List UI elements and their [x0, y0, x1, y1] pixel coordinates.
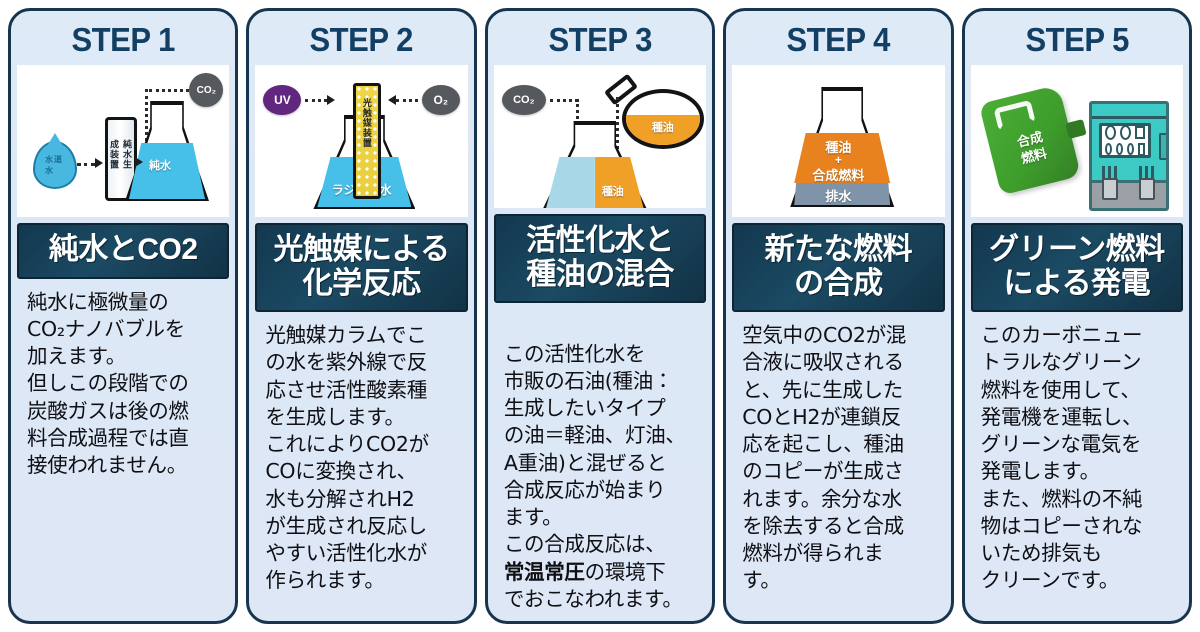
power-generator-icon — [1088, 101, 1169, 211]
generator-vent-5 — [1144, 166, 1148, 181]
generator-dial-4-icon — [1115, 143, 1123, 156]
step-title-5: グリーン燃料 による発電 — [970, 223, 1184, 313]
oil-layer-label-1: 種油 — [825, 140, 852, 155]
generator-dial-3-icon — [1105, 143, 1112, 156]
pure-water-label: 純水 — [149, 160, 171, 172]
tap-water-label: 水道水 — [45, 155, 63, 175]
drop-to-device-dots — [77, 163, 95, 166]
generator-vent-1 — [1101, 166, 1105, 181]
uv-badge-label: UV — [274, 93, 291, 107]
o2-dots — [395, 99, 418, 102]
co2-badge-label-3: CO₂ — [513, 94, 535, 106]
co2-dotted-path-v — [145, 89, 148, 159]
step-label-4: STEP 4 — [786, 21, 891, 58]
generator-foot-left — [1101, 177, 1118, 200]
co2-badge-label: CO₂ — [196, 84, 217, 96]
o2-badge-label: O₂ — [433, 93, 449, 107]
step-body-3-bold: 常温常圧 — [503, 559, 585, 584]
generator-dial-1-icon — [1105, 124, 1117, 140]
flask-water-1 — [129, 143, 205, 199]
co2-badge-icon-3: CO₂ — [501, 85, 546, 115]
can-spout — [1064, 119, 1087, 139]
oil-dots-v — [615, 97, 619, 167]
pour-flask-oil — [625, 114, 700, 145]
step-body-1: 純水に極微量の CO₂ナノバブルを 加えます。 但しこの段階での 炭酸ガスは後の… — [27, 289, 189, 478]
illustration-1: CO₂ 水道水 純水生成装置 純水 — [17, 65, 230, 217]
generator-control-panel — [1099, 122, 1151, 159]
illustration-4: 種油 + 合成燃料 排水 — [732, 65, 945, 217]
step-card-5: STEP 5 合成 燃料 — [961, 8, 1193, 624]
uv-badge-icon: UV — [263, 85, 302, 115]
co2-badge-icon: CO₂ — [189, 73, 224, 107]
generator-vent-6 — [1150, 166, 1154, 181]
step-body-2: 光触媒カラムでこ の水を紫外線で反 応させ活性酸素種 を生成します。 これにより… — [265, 323, 429, 593]
can-handle — [993, 99, 1036, 131]
illustration-3: CO₂ 種油 種油 — [493, 65, 707, 209]
step-title-3: 活性化水と 種油の混合 — [493, 214, 707, 304]
generator-dial-5-icon — [1126, 143, 1134, 156]
photocatalyst-column-icon: 光触媒装置 — [353, 83, 382, 199]
oil-layer-plus: + — [834, 153, 842, 167]
generator-switch-2-icon — [1137, 142, 1145, 156]
step-card-2: STEP 2 UV O₂ ラジカル水 光触媒装置 光触媒による 化学反応 光触媒… — [246, 8, 477, 624]
pour-flask-label: 種油 — [651, 122, 674, 134]
flask-oil-fuel-layer — [794, 133, 891, 183]
generator-top-band — [1091, 116, 1166, 120]
beaker-oil-label: 種油 — [601, 186, 624, 198]
illustration-5: 合成 燃料 — [970, 65, 1184, 217]
pour-flask-icon: 種油 — [621, 89, 704, 149]
step-label-5: STEP 5 — [1025, 21, 1129, 58]
synthetic-fuel-can-icon: 合成 燃料 — [978, 84, 1081, 196]
purifier-label: 純水生成装置 — [109, 139, 132, 170]
step-card-4: STEP 4 種油 + 合成燃料 排水 新たな燃料 の合成 空気中のCO2が混 … — [723, 8, 954, 624]
step-label-3: STEP 3 — [548, 21, 652, 58]
step-title-2: 光触媒による 化学反応 — [255, 223, 468, 313]
step-card-1: STEP 1 CO₂ 水道水 純水生成装置 — [8, 8, 239, 624]
step-card-3: STEP 3 CO₂ 種油 種油 活性化水と 種油の混合 こ — [484, 8, 716, 624]
oil-layer-label-2: 合成燃料 — [812, 168, 865, 183]
step-body-3-part1: この活性化水を 市販の石油(種油： 生成したいタイプ の油＝軽油、灯油、 A重油… — [503, 341, 686, 557]
illustration-2: UV O₂ ラジカル水 光触媒装置 — [255, 65, 468, 217]
step-label-1: STEP 1 — [71, 21, 175, 58]
generator-vent-3 — [1113, 166, 1117, 181]
uv-dots — [305, 99, 328, 102]
step-title-4: 新たな燃料 の合成 — [732, 223, 945, 313]
drop-to-device-arrow-icon — [95, 158, 103, 168]
o2-badge-icon: O₂ — [421, 85, 460, 115]
step-body-5: このカーボニュー トラルなグリーン 燃料を使用して、 発電機を運転し、 グリーン… — [980, 323, 1143, 593]
co2-dots-3 — [549, 99, 578, 102]
generator-vent-2 — [1107, 166, 1111, 181]
generator-vent-4 — [1138, 166, 1142, 181]
step-body-4: 空気中のCO2が混 合液に吸収される と、先に生成した COとH2が連鎖反 応を… — [742, 323, 907, 593]
flask-drain-layer — [794, 183, 891, 205]
step-label-2: STEP 2 — [309, 21, 414, 58]
generator-dial-2-icon — [1120, 124, 1132, 140]
generator-side-module — [1158, 133, 1166, 160]
flask-activated-water — [545, 157, 595, 209]
o2-arrow-icon — [387, 95, 396, 105]
step-title-1: 純水とCO2 — [17, 223, 230, 279]
drain-layer-label: 排水 — [825, 189, 852, 204]
uv-arrow-icon — [327, 95, 336, 105]
step-body-3: この活性化水を 市販の石油(種油： 生成したいタイプ の油＝軽油、灯油、 A重油… — [488, 303, 712, 621]
generator-foot-right — [1139, 177, 1156, 200]
co2-dotted-path-h — [149, 89, 190, 92]
generator-dial-row-1 — [1105, 124, 1145, 140]
generator-switch-1-icon — [1135, 125, 1145, 139]
step-body-3-part2: の環境下 でおこなわれます。 — [503, 559, 683, 611]
tap-water-drop-icon: 水道水 — [33, 141, 77, 189]
into-flask-arrow-icon — [135, 157, 143, 167]
generator-dial-row-2 — [1105, 142, 1145, 156]
photocatalyst-label: 光触媒装置 — [361, 98, 372, 149]
